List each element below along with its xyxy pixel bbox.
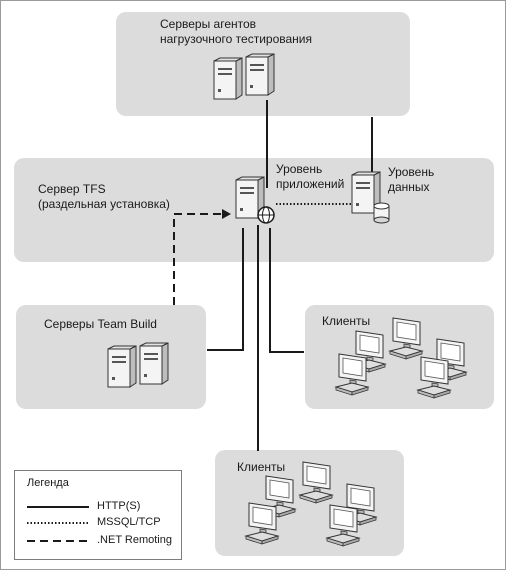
team-build-to-app-line — [173, 213, 224, 305]
remoting-connector — [173, 213, 224, 305]
app-to-team-build-line — [207, 228, 244, 351]
legend-remoting-label: .NET Remoting — [97, 534, 172, 546]
client-workstation-icon — [335, 353, 369, 396]
app-to-clients-right-line — [269, 228, 304, 353]
legend-swatches — [27, 506, 89, 542]
clients-bottom-label: Клиенты — [237, 460, 286, 474]
data-tier-label: Уровень данных — [388, 165, 435, 194]
database-icon — [373, 202, 390, 224]
app-tier-label: Уровень приложений — [276, 162, 345, 191]
load-agent-server-icon — [245, 53, 275, 96]
remoting-arrowhead — [222, 209, 231, 219]
http-connectors — [207, 100, 373, 451]
web-globe-icon — [257, 206, 275, 224]
team-build-server-icon — [107, 345, 137, 388]
team-build-label: Серверы Team Build — [44, 317, 157, 331]
tfs-server-label: Сервер TFS (раздельная установка) — [38, 182, 170, 211]
client-workstation-icon — [417, 356, 451, 399]
clients-right-label: Клиенты — [322, 314, 371, 328]
load-agent-server-icon — [213, 57, 243, 100]
legend: Легенда HTTP(S) MSSQL/TCP .NET Remoting — [14, 470, 182, 560]
client-workstation-icon — [245, 502, 279, 545]
legend-http-label: HTTP(S) — [97, 500, 141, 512]
legend-mssql-label: MSSQL/TCP — [97, 516, 161, 528]
load-agents-label: Серверы агентов нагрузочного тестировани… — [160, 17, 312, 46]
client-workstation-icon — [299, 461, 333, 504]
team-build-server-icon — [139, 342, 169, 385]
client-workstation-icon — [389, 317, 423, 360]
client-workstation-icon — [326, 504, 360, 547]
legend-title: Легенда — [27, 477, 69, 489]
